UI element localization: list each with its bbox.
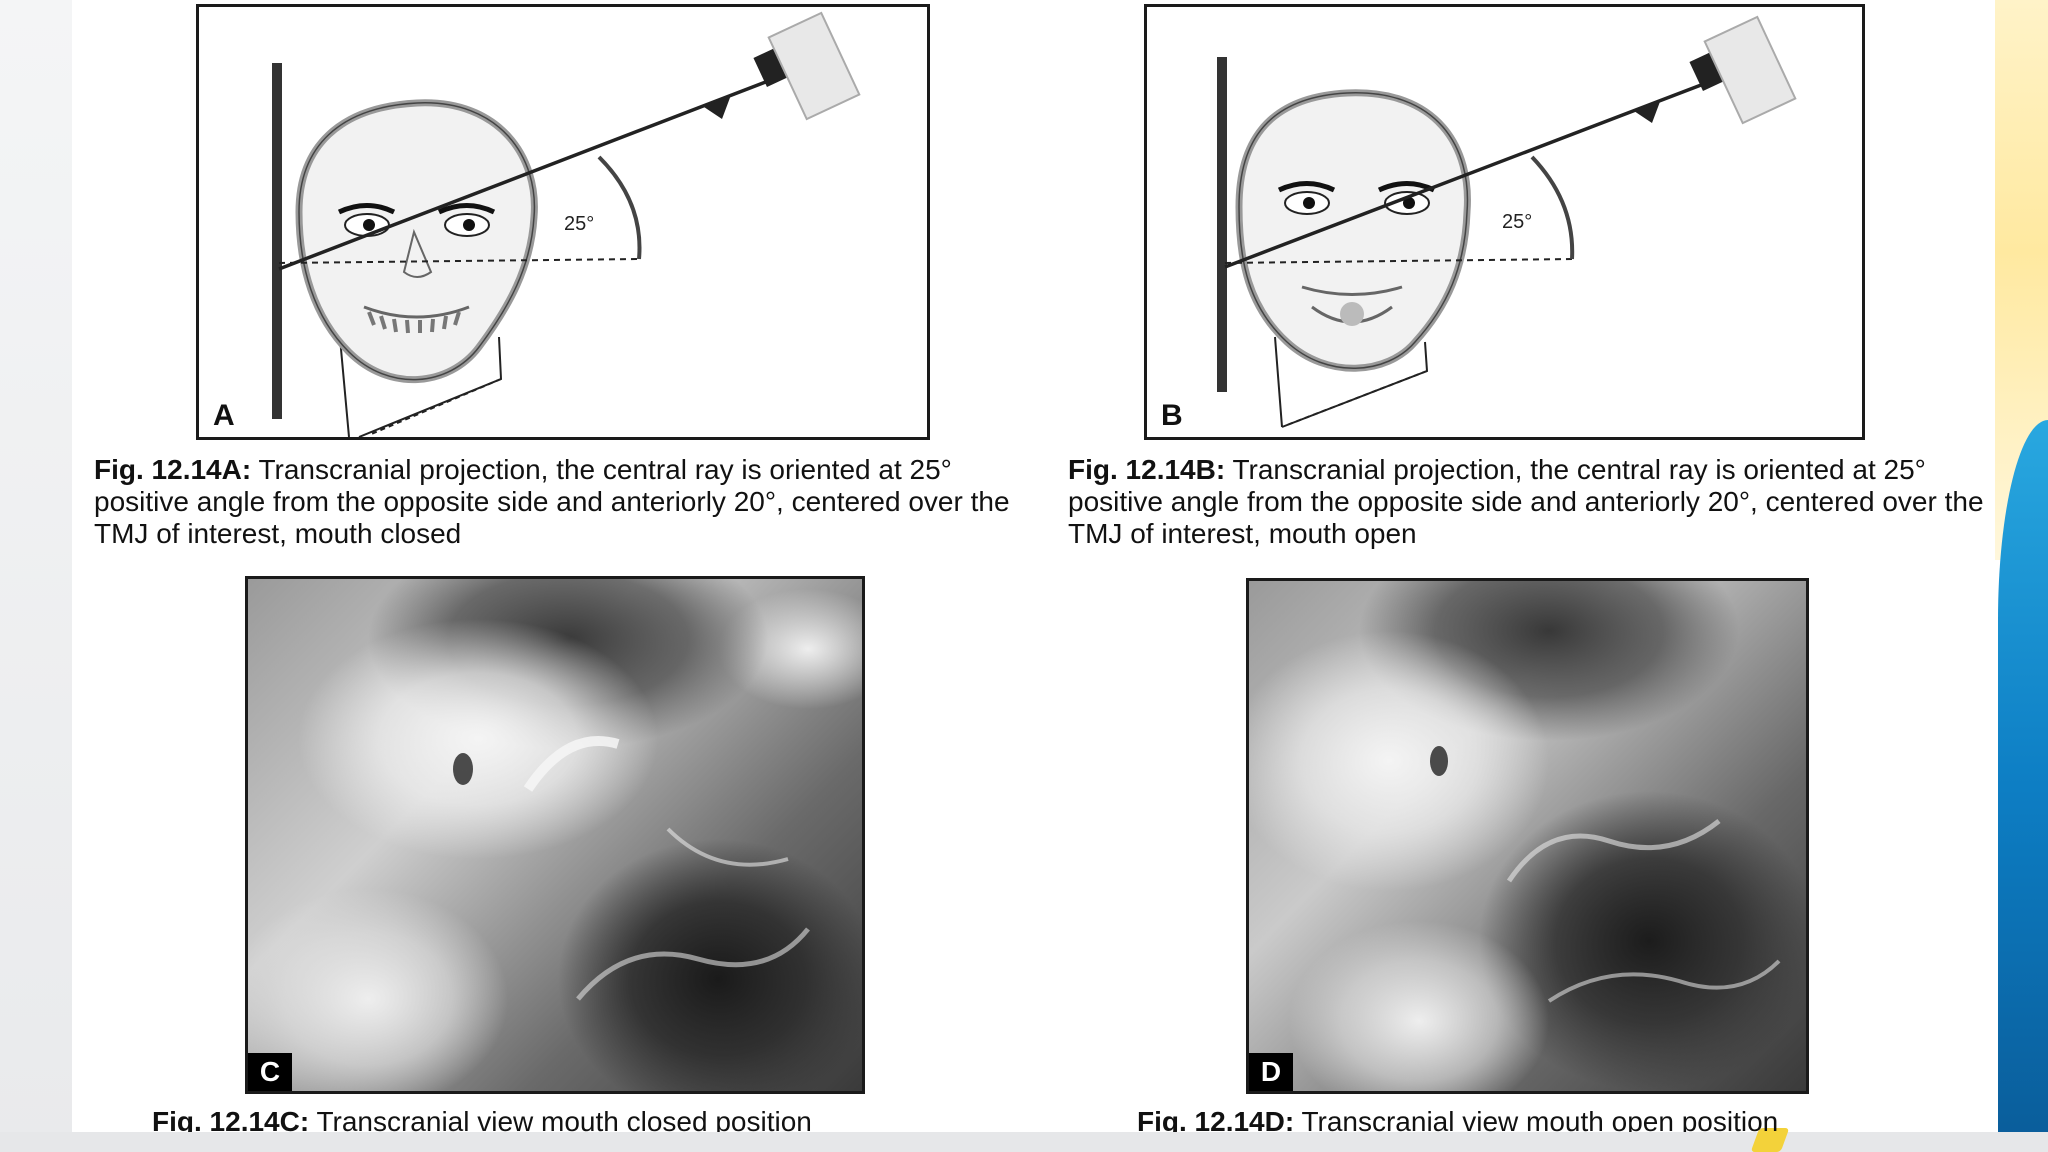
panel-letter-b: B <box>1161 399 1183 432</box>
panel-letter-d: D <box>1249 1053 1293 1091</box>
figure-a-diagram: A 25° <box>196 4 930 440</box>
caption-figure-a: Fig. 12.14A: Transcranial projection, th… <box>94 454 1024 550</box>
caption-figure-b: Fig. 12.14B: Transcranial projection, th… <box>1068 454 1998 550</box>
caption-d-ref: Fig. 12.14D: <box>1137 1106 1295 1132</box>
slide-left-margin <box>0 0 72 1152</box>
skull-diagram-mouth-closed <box>272 11 861 437</box>
caption-a-ref: Fig. 12.14A: <box>94 454 252 485</box>
xray-image-mouth-closed <box>248 579 862 1091</box>
figure-c-xray: C <box>245 576 865 1094</box>
figure-d-xray: D <box>1246 578 1809 1094</box>
caption-figure-c: Fig. 12.14C: Transcranial view mouth clo… <box>152 1106 1012 1132</box>
caption-d-text: Transcranial view mouth open position <box>1294 1106 1779 1132</box>
caption-c-ref: Fig. 12.14C: <box>152 1106 310 1132</box>
xray-structure-overlay-c <box>453 736 810 1001</box>
figure-b-diagram: B 25° <box>1144 4 1865 440</box>
panel-letter-a: A <box>213 399 235 432</box>
skull-diagram-mouth-open <box>1217 15 1797 428</box>
caption-b-ref: Fig. 12.14B: <box>1068 454 1226 485</box>
decorative-blue-accent <box>1998 420 2048 1152</box>
caption-a-text: Transcranial projection, the central ray… <box>94 454 1010 549</box>
caption-b-text: Transcranial projection, the central ray… <box>1068 454 1984 549</box>
caption-figure-d: Fig. 12.14D: Transcranial view mouth ope… <box>1137 1106 1997 1132</box>
xray-image-mouth-open <box>1249 581 1806 1091</box>
caption-c-text: Transcranial view mouth closed position <box>309 1106 812 1132</box>
footer-strip <box>0 1132 2048 1152</box>
angle-label-b: 25° <box>1502 211 1533 233</box>
panel-letter-c: C <box>248 1053 292 1091</box>
angle-label-a: 25° <box>564 213 595 235</box>
xray-structure-overlay-d <box>1430 746 1781 1003</box>
